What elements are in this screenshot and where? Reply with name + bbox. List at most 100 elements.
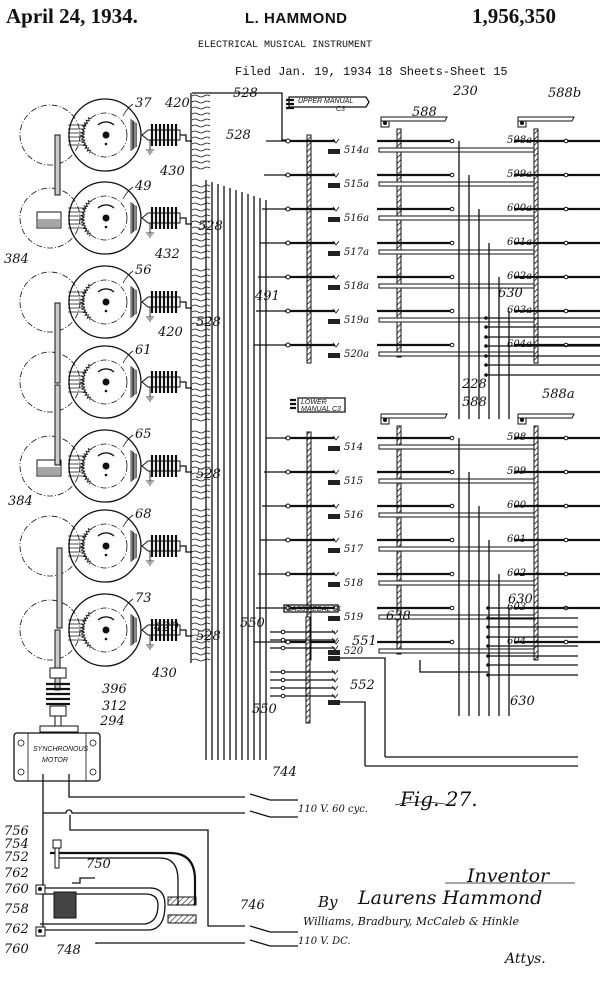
resistor-element (191, 238, 211, 242)
contact-point (332, 469, 340, 475)
tone-wheel-ref: 49 (134, 179, 152, 194)
reference-numeral: 430 (159, 164, 185, 179)
resistor-element (191, 550, 211, 554)
junction (484, 316, 488, 320)
resistor-element (191, 598, 211, 602)
tone-wheel-arc (97, 452, 115, 457)
tone-wheel (68, 265, 142, 339)
contact-point (331, 685, 339, 691)
leader-line (122, 186, 134, 200)
ground-symbol (146, 223, 154, 238)
terminal (280, 637, 286, 643)
tone-wheel-pin (104, 473, 108, 477)
upper-feed (192, 92, 286, 141)
reference-numeral: 754 (4, 837, 29, 852)
reference-numeral: 588 (462, 395, 487, 410)
reference-numeral: 396 (102, 682, 127, 697)
resistor-element (191, 430, 211, 434)
tone-wheel-ref: 68 (135, 507, 152, 522)
tone-wheel-assembly: 73 (19, 591, 152, 667)
drawbar-rod-right (533, 425, 539, 661)
terminal (280, 669, 286, 675)
key-block (328, 285, 340, 290)
resistor-element (191, 544, 211, 548)
terminal (563, 503, 569, 509)
tone-wheel (68, 509, 142, 583)
reference-numeral: 746 (240, 898, 265, 913)
tone-wheel-pin (104, 225, 108, 229)
key-block (328, 582, 340, 587)
leader-line (122, 598, 134, 612)
junction (484, 363, 488, 367)
terminal (563, 639, 569, 645)
resistor-element (191, 532, 211, 536)
key-ref: 515 (344, 476, 363, 487)
upper-manual-switches: 514a598a515a599a516a600a517a601a518a602a… (254, 116, 600, 419)
junction (484, 335, 488, 339)
resistor-element (191, 214, 211, 218)
tone-wheel-pin (104, 309, 108, 313)
resistor-element (191, 442, 211, 446)
resistor-element (191, 316, 211, 320)
terminal (285, 571, 291, 577)
reference-numeral: 550 (240, 616, 265, 631)
ground-symbol (146, 471, 154, 486)
drawbar-lever (517, 116, 575, 122)
resistor-element (191, 292, 211, 296)
pivot-pin (383, 121, 387, 125)
bus-bar (378, 580, 535, 586)
reference-numeral: 752 (4, 850, 29, 865)
driving-gear (19, 104, 81, 166)
lower-manual-note: MANUAL C3 (301, 406, 341, 413)
contact-point (332, 172, 340, 178)
resistor-element (191, 202, 211, 206)
ground-symbol (146, 387, 154, 402)
key-ref: 517 (344, 544, 364, 555)
reference-numeral: 528 (226, 128, 251, 143)
terminal (285, 342, 291, 348)
patent-number: 1,956,350 (472, 4, 556, 28)
resistor-element (191, 406, 211, 410)
coil-lead (180, 545, 192, 553)
resistor-bus-528 (190, 92, 286, 760)
driving-gear (19, 187, 81, 249)
terminal (285, 605, 291, 611)
gear-teeth (80, 284, 92, 321)
inventor-heading: Inventor (466, 865, 551, 887)
bus-bar (378, 317, 535, 323)
key-rod (306, 134, 312, 364)
lead-638 (419, 660, 488, 673)
resistor-element (191, 232, 211, 236)
contact-point (332, 537, 340, 543)
terminal (563, 308, 569, 314)
key-block (328, 149, 340, 154)
key-block (328, 251, 340, 256)
resistor-element (191, 298, 211, 302)
leader-line (122, 103, 134, 117)
reference-numeral: 551 (352, 634, 377, 649)
gear-teeth (80, 117, 92, 154)
reference-numeral: 420 (153, 620, 179, 635)
terminal (449, 503, 455, 509)
resistor-element (191, 466, 211, 470)
resistor-element (191, 412, 211, 416)
drawbar-lever (380, 413, 448, 419)
bus-bar (378, 648, 535, 654)
pickup-coils (141, 124, 192, 650)
terminal (285, 435, 291, 441)
signature-by: By (317, 893, 338, 911)
resistor-element (191, 340, 211, 344)
pickup-coil (141, 124, 192, 155)
resistor-element (191, 160, 211, 164)
reed-vibrator-assembly (35, 839, 197, 937)
reference-numeral: 528 (233, 86, 258, 101)
resistor-element (191, 616, 211, 620)
reference-numeral: 750 (86, 857, 111, 872)
resistor-element (191, 448, 211, 452)
